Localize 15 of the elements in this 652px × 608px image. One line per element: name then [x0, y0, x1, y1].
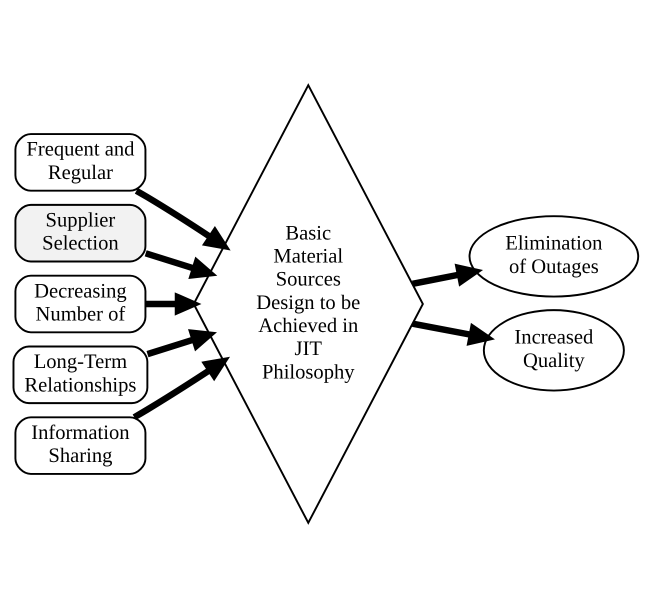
arrow	[146, 292, 202, 316]
arrow	[412, 264, 484, 287]
node-box: Decreasing Number of	[14, 274, 146, 334]
node-ellipse: Increased Quality	[482, 309, 625, 392]
arrow	[144, 250, 218, 279]
node-box: Supplier Selection	[14, 204, 146, 262]
node-ellipse: Elimination of Outages	[468, 215, 640, 298]
arrow	[134, 188, 231, 251]
node-box: Information Sharing	[14, 416, 146, 475]
node-box: Long-Term Relationships	[12, 346, 148, 404]
node-diamond: Basic Material Sources Design to be Achieved in JIT Philosophy	[192, 83, 424, 525]
arrow	[146, 329, 217, 358]
arrow	[132, 356, 230, 420]
node-box: Frequent and Regular	[14, 133, 146, 192]
arrow	[412, 320, 495, 346]
